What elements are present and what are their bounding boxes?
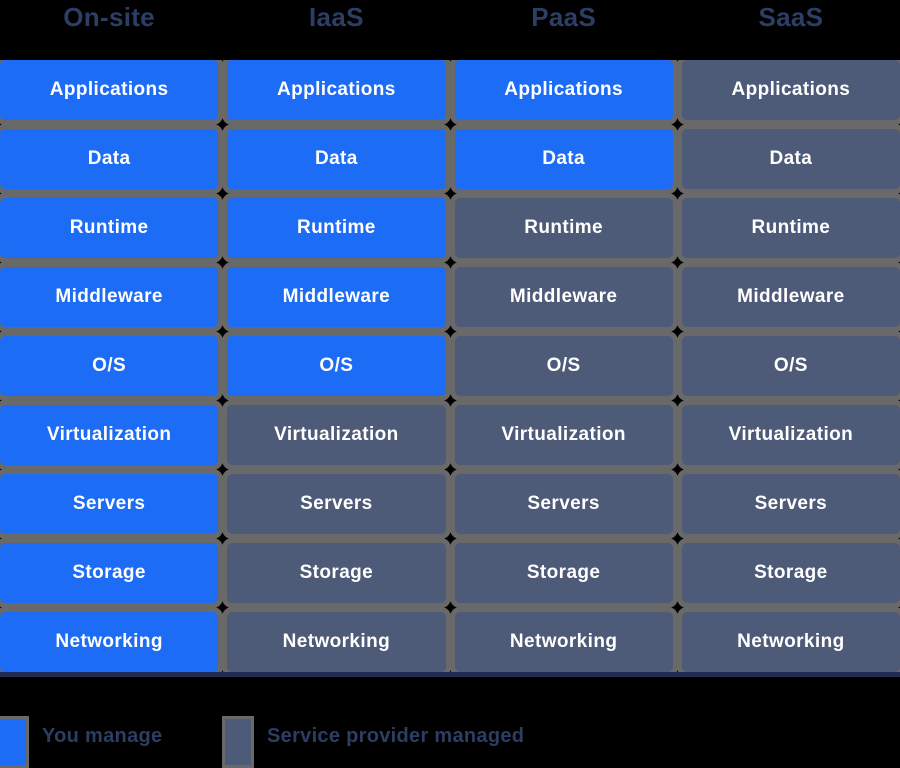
cell-on-site-middleware: Middleware bbox=[0, 267, 219, 327]
cell-on-site-o-s: O/S bbox=[0, 336, 219, 396]
cell-paas-runtime: Runtime bbox=[454, 198, 673, 258]
cell-on-site-runtime: Runtime bbox=[0, 198, 219, 258]
cell-on-site-networking: Networking bbox=[0, 612, 219, 672]
column-header-on-site: On-site bbox=[63, 2, 155, 32]
cell-saas-virtualization: Virtualization bbox=[681, 405, 900, 465]
cell-on-site-virtualization: Virtualization bbox=[0, 405, 219, 465]
cell-iaas-runtime: Runtime bbox=[227, 198, 446, 258]
cell-iaas-servers: Servers bbox=[227, 474, 446, 534]
cell-saas-data: Data bbox=[681, 129, 900, 189]
cell-on-site-servers: Servers bbox=[0, 474, 219, 534]
cell-iaas-virtualization: Virtualization bbox=[227, 405, 446, 465]
column-header-iaas: IaaS bbox=[309, 2, 364, 32]
legend-item-provider-managed: Service provider managed bbox=[222, 716, 524, 768]
cell-saas-middleware: Middleware bbox=[681, 267, 900, 327]
cell-paas-servers: Servers bbox=[454, 474, 673, 534]
column-headers: On-site IaaS PaaS SaaS bbox=[0, 0, 900, 60]
cell-saas-applications: Applications bbox=[681, 60, 900, 120]
cell-paas-data: Data bbox=[454, 129, 673, 189]
legend-label-provider-managed: Service provider managed bbox=[267, 725, 525, 747]
cell-on-site-applications: Applications bbox=[0, 60, 219, 120]
cell-on-site-storage: Storage bbox=[0, 543, 219, 603]
cell-paas-storage: Storage bbox=[454, 543, 673, 603]
cell-iaas-applications: Applications bbox=[227, 60, 446, 120]
cell-iaas-o-s: O/S bbox=[227, 336, 446, 396]
legend: You manage Service provider managed bbox=[0, 716, 900, 768]
cell-saas-storage: Storage bbox=[681, 543, 900, 603]
cell-paas-virtualization: Virtualization bbox=[454, 405, 673, 465]
cell-saas-networking: Networking bbox=[681, 612, 900, 672]
cell-iaas-networking: Networking bbox=[227, 612, 446, 672]
cell-paas-networking: Networking bbox=[454, 612, 673, 672]
column-header-paas: PaaS bbox=[531, 2, 597, 32]
column-header-saas: SaaS bbox=[758, 2, 824, 32]
legend-label-you-manage: You manage bbox=[42, 725, 163, 747]
cell-paas-applications: Applications bbox=[454, 60, 673, 120]
legend-swatch-provider-managed bbox=[222, 716, 254, 768]
cell-on-site-data: Data bbox=[0, 129, 219, 189]
cell-iaas-middleware: Middleware bbox=[227, 267, 446, 327]
cell-saas-servers: Servers bbox=[681, 474, 900, 534]
legend-item-you-manage: You manage bbox=[0, 716, 162, 768]
cell-saas-o-s: O/S bbox=[681, 336, 900, 396]
cell-paas-middleware: Middleware bbox=[454, 267, 673, 327]
cell-saas-runtime: Runtime bbox=[681, 198, 900, 258]
cell-iaas-storage: Storage bbox=[227, 543, 446, 603]
cell-paas-o-s: O/S bbox=[454, 336, 673, 396]
cell-iaas-data: Data bbox=[227, 129, 446, 189]
legend-swatch-you-manage bbox=[0, 716, 29, 768]
table-drop-shadow bbox=[0, 672, 900, 677]
